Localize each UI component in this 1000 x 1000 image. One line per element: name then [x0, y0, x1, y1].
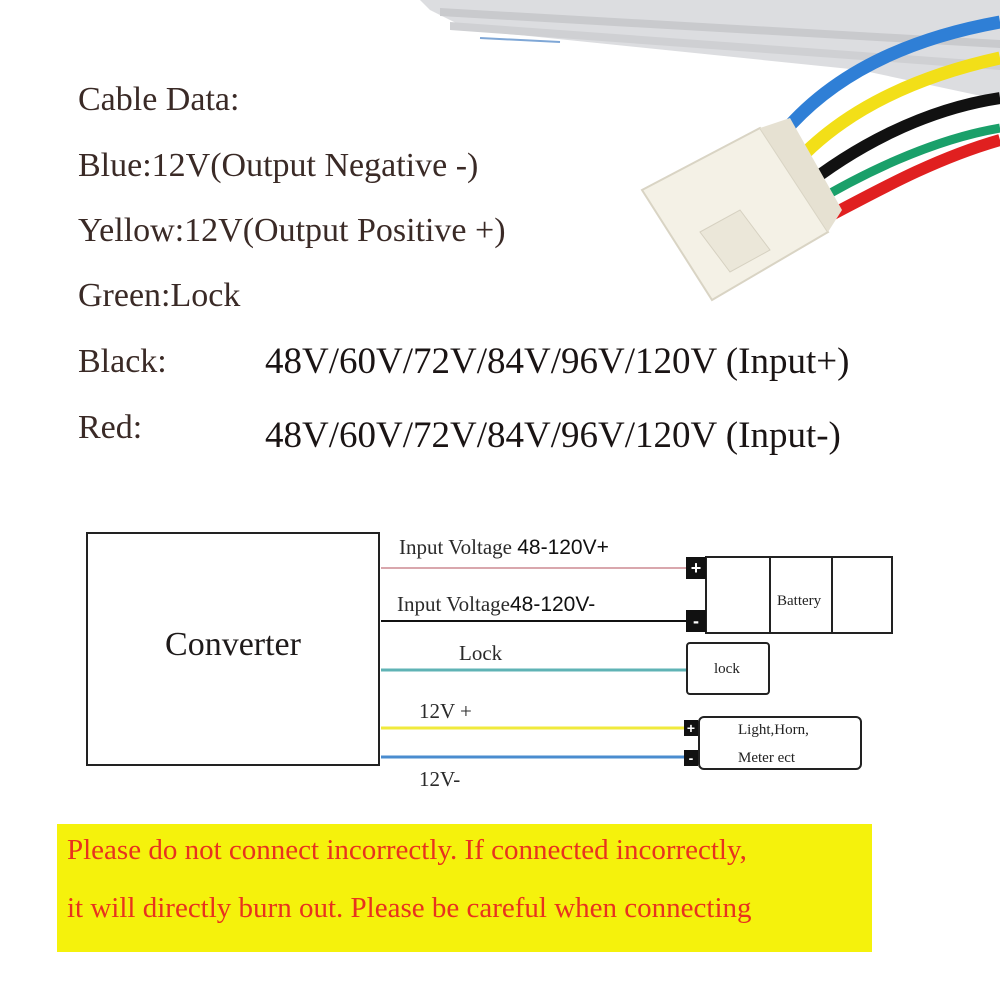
cable-data-title: Cable Data:: [78, 81, 240, 118]
load-plus-terminal: +: [684, 720, 698, 736]
load-minus-terminal: -: [684, 750, 698, 766]
label-input-negative-text: Input Voltage: [397, 592, 510, 616]
white-connector: [640, 118, 842, 302]
lock-box: lock: [686, 642, 770, 695]
load-label-line1: Light,Horn,: [738, 722, 809, 738]
cable-black-value: 48V/60V/72V/84V/96V/120V (Input+): [265, 341, 850, 382]
converter-box: Converter: [86, 532, 380, 766]
label-input-negative-value: 48-120V-: [509, 593, 596, 616]
cable-green-text: Green:Lock: [78, 277, 241, 314]
battery-minus-terminal: -: [686, 610, 706, 632]
load-label-line2: Meter ect: [738, 750, 796, 766]
cable-red-value: 48V/60V/72V/84V/96V/120V (Input-): [265, 415, 841, 456]
converter-label: Converter: [165, 626, 301, 663]
battery-box: Battery: [705, 556, 893, 634]
label-input-positive-text: Input Voltage: [399, 535, 512, 559]
warning-line-1: Please do not connect incorrectly. If co…: [67, 834, 747, 866]
cable-blue-text: Blue:12V(Output Negative -): [78, 147, 479, 184]
label-input-positive-value: 48-120V+: [517, 536, 609, 559]
label-input-negative: Input Voltage48-120V-: [397, 591, 595, 618]
warning-line-2: it will directly burn out. Please be car…: [67, 892, 752, 924]
label-12v-positive: 12V +: [419, 699, 472, 723]
label-lock: Lock: [459, 641, 503, 665]
warning-banner: Please do not connect incorrectly. If co…: [57, 824, 872, 952]
battery-plus-terminal: +: [686, 557, 706, 579]
load-box: Light,Horn, Meter ect: [698, 716, 862, 770]
cable-yellow-text: Yellow:12V(Output Positive +): [78, 212, 506, 249]
converter-cable-photo: [420, 0, 1000, 302]
label-12v-negative: 12V-: [419, 767, 461, 791]
lock-box-label: lock: [714, 661, 740, 677]
cable-black-label: Black:: [78, 343, 167, 380]
converter-housing: [420, 0, 1000, 100]
label-input-positive: Input Voltage 48-120V+: [399, 534, 609, 561]
cable-red-label: Red:: [78, 409, 143, 446]
battery-label: Battery: [777, 593, 822, 609]
